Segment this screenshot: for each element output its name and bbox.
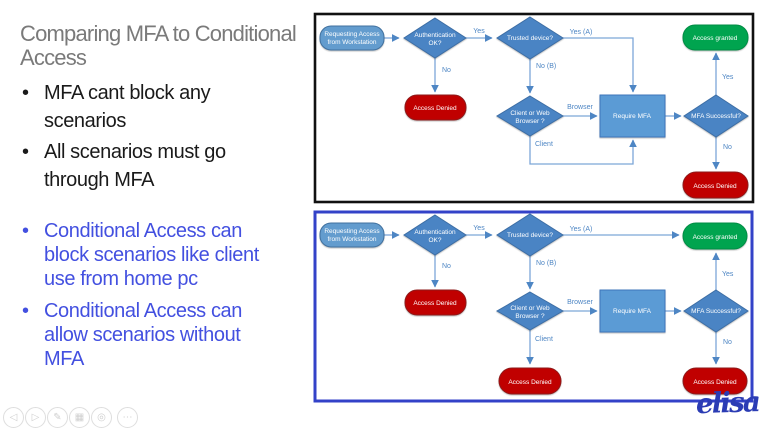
node-authentication-ok: Authentication OK? xyxy=(403,17,467,59)
flow-edges xyxy=(384,231,720,365)
node-label: Access Denied xyxy=(693,379,737,386)
node-access-denied: Access Denied xyxy=(682,171,749,199)
conditional-access-flowchart: Yes Yes (A) No No (B) Browser Client Yes… xyxy=(313,210,754,403)
node-authentication-ok: Authentication OK? xyxy=(403,214,467,256)
bullet-icon: • xyxy=(22,82,29,104)
list-item: • MFA cant block any scenarios xyxy=(20,79,252,135)
node-label: Trusted device? xyxy=(507,232,553,239)
node-label: Access Denied xyxy=(413,105,457,112)
show-all-slides-button[interactable]: ▦ xyxy=(69,407,90,428)
node-label: Access granted xyxy=(693,234,738,241)
label-yes: Yes xyxy=(722,74,734,81)
node-trusted-device: Trusted device? xyxy=(496,16,564,60)
bullet-icon: • xyxy=(22,220,29,242)
node-access-granted: Access granted xyxy=(682,24,749,51)
node-label: Require MFA xyxy=(613,308,652,315)
list-item: • Conditional Access can allow scenarios… xyxy=(20,299,262,371)
ellipsis-icon: ⋯ xyxy=(122,412,133,423)
label-yes: Yes xyxy=(473,225,485,232)
node-label: Authentication xyxy=(414,32,456,39)
label-client: Client xyxy=(535,336,553,343)
slides-grid-icon: ▦ xyxy=(74,412,85,423)
next-slide-button[interactable]: ▷ xyxy=(25,407,46,428)
node-label: from Workstation xyxy=(327,236,376,243)
node-mfa-successful: MFA Successful? xyxy=(683,94,749,138)
label-yes-a: Yes (A) xyxy=(570,226,593,233)
label-no: No xyxy=(442,263,451,270)
label-yes: Yes xyxy=(722,271,734,278)
bottom-diagram-border xyxy=(313,210,754,403)
bullet-icon: • xyxy=(22,300,29,322)
mfa-flowchart: Yes Yes (A) No No (B) Browser Client Yes… xyxy=(313,12,755,204)
list-item: • Conditional Access can block scenarios… xyxy=(20,219,262,291)
node-access-denied: Access Denied xyxy=(404,94,467,121)
edge-labels: Yes Yes (A) No No (B) Browser Client Yes… xyxy=(442,28,734,151)
node-access-denied: Access Denied xyxy=(682,367,748,395)
flow-edges xyxy=(384,34,720,170)
label-no: No xyxy=(723,144,732,151)
node-label: Browser ? xyxy=(515,313,545,320)
edge-yes-a xyxy=(563,37,637,93)
presenter-toolbar: ◁ ▷ ✎ ▦ ◎ ⋯ xyxy=(3,407,138,428)
node-requesting-access: Requesting Access from Workstation xyxy=(319,25,385,51)
blue-bullet-list: • Conditional Access can block scenarios… xyxy=(20,219,262,379)
bullet-text: Conditional Access can block scenarios l… xyxy=(44,220,259,290)
node-label: Access Denied xyxy=(508,379,552,386)
label-browser: Browser xyxy=(567,299,593,306)
black-bullet-list: • MFA cant block any scenarios • All sce… xyxy=(20,79,252,197)
node-client-or-web: Client or Web Browser ? xyxy=(496,95,564,137)
node-label: OK? xyxy=(428,237,441,244)
bullet-text: Conditional Access can allow scenarios w… xyxy=(44,300,242,370)
node-label: from Workstation xyxy=(327,39,376,46)
node-label: Client or Web xyxy=(510,305,550,312)
node-label: Trusted device? xyxy=(507,35,553,42)
top-diagram-border xyxy=(313,12,755,204)
pen-tool-button[interactable]: ✎ xyxy=(47,407,68,428)
node-access-denied: Access Denied xyxy=(404,289,467,316)
edge-labels: Yes Yes (A) No No (B) Browser Client Yes… xyxy=(442,225,734,346)
node-mfa-successful: MFA Successful? xyxy=(683,289,749,333)
node-require-mfa: Require MFA xyxy=(599,289,666,333)
node-label: MFA Successful? xyxy=(691,113,741,120)
edge-client xyxy=(529,136,637,165)
label-no-b: No (B) xyxy=(536,260,556,267)
label-no: No xyxy=(723,339,732,346)
previous-slide-button[interactable]: ◁ xyxy=(3,407,24,428)
elisa-logo: elisa xyxy=(695,385,760,421)
list-item: • All scenarios must go through MFA xyxy=(20,138,252,194)
node-label: Access Denied xyxy=(693,183,737,190)
bullet-text: All scenarios must go through MFA xyxy=(44,141,226,191)
node-label: Requesting Access xyxy=(324,228,380,235)
node-label: Access granted xyxy=(693,35,738,42)
node-access-granted: Access granted xyxy=(682,222,748,250)
node-label: MFA Successful? xyxy=(691,308,741,315)
node-label: Browser ? xyxy=(515,118,545,125)
magnifier-icon: ◎ xyxy=(97,412,106,423)
node-requesting-access: Requesting Access from Workstation xyxy=(319,222,385,248)
label-no: No xyxy=(442,67,451,74)
node-label: Require MFA xyxy=(613,113,652,120)
next-slide-icon: ▷ xyxy=(31,412,40,423)
node-label: Authentication xyxy=(414,229,456,236)
label-yes: Yes xyxy=(473,28,485,35)
node-label: OK? xyxy=(428,40,441,47)
label-no-b: No (B) xyxy=(536,63,556,70)
label-client: Client xyxy=(535,141,553,148)
label-browser: Browser xyxy=(567,104,593,111)
node-access-denied: Access Denied xyxy=(498,367,562,395)
node-label: Client or Web xyxy=(510,110,550,117)
node-require-mfa: Require MFA xyxy=(599,94,666,138)
bullet-icon: • xyxy=(22,141,29,163)
node-trusted-device: Trusted device? xyxy=(496,213,564,257)
node-label: Access Denied xyxy=(413,300,457,307)
pen-icon: ✎ xyxy=(53,412,62,423)
more-options-button[interactable]: ⋯ xyxy=(117,407,138,428)
label-yes-a: Yes (A) xyxy=(570,29,593,36)
node-label: Requesting Access xyxy=(324,31,380,38)
node-client-or-web: Client or Web Browser ? xyxy=(495,291,565,331)
zoom-tool-button[interactable]: ◎ xyxy=(91,407,112,428)
previous-slide-icon: ◁ xyxy=(9,412,18,423)
slide-title: Comparing MFA to Conditional Access xyxy=(20,21,297,70)
bullet-text: MFA cant block any scenarios xyxy=(44,82,211,132)
